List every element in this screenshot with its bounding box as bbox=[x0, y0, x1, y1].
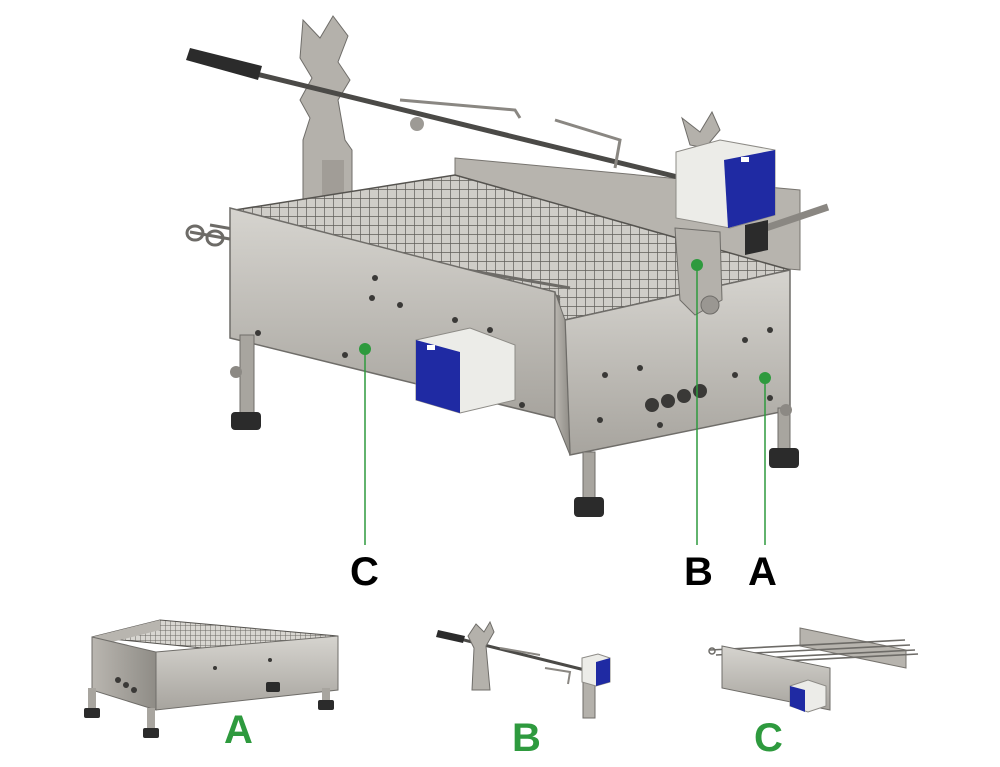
legs bbox=[230, 334, 799, 517]
callout-a: A bbox=[748, 550, 777, 594]
callout-b: B bbox=[684, 550, 713, 594]
spit-motor bbox=[675, 139, 776, 255]
rotisserie-spit-icon bbox=[436, 620, 611, 719]
component-label-c: C bbox=[754, 716, 783, 760]
skewer-motor bbox=[415, 327, 516, 414]
callout-c: C bbox=[350, 550, 379, 594]
skewer-rack-icon bbox=[708, 627, 919, 713]
rotisserie-spit bbox=[186, 48, 830, 234]
leader-dots bbox=[359, 259, 771, 384]
component-label-a: A bbox=[224, 708, 253, 752]
fire-box-icon bbox=[84, 619, 339, 738]
component-label-b: B bbox=[512, 716, 541, 760]
leader-lines bbox=[364, 265, 766, 545]
main-assembly bbox=[185, 15, 830, 545]
